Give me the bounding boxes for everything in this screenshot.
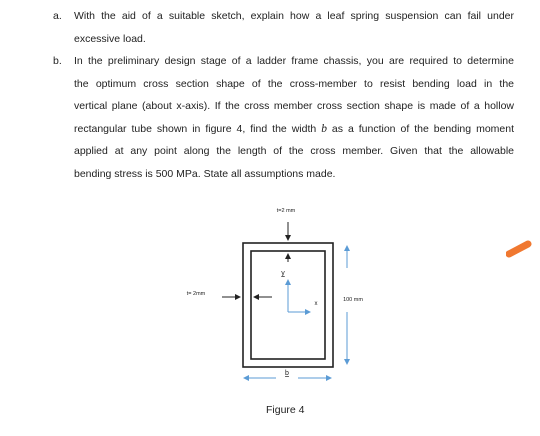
question-b-line-3: vertical plane (about x-axis). If the cr… <box>74 100 514 112</box>
tube-inner-wall <box>250 250 326 360</box>
question-b-line-1: In the preliminary design stage of a lad… <box>74 55 514 67</box>
question-a-line-2: excessive load. <box>74 32 146 45</box>
question-a-text: With the aid of a suitable sketch, expla… <box>74 5 514 50</box>
height-label: 100 mm <box>343 297 363 303</box>
question-b-line-2: the optimum cross section shape of the c… <box>74 77 514 90</box>
question-a-line-1: With the aid of a suitable sketch, expla… <box>74 10 514 22</box>
question-b-marker: b. <box>53 55 62 67</box>
x-axis-label: x <box>315 301 318 307</box>
question-b-line-4-start: rectangular tube shown in figure 4, find… <box>74 122 322 135</box>
question-b-line-5: applied at any point along the length of… <box>74 145 514 157</box>
tube-outer-wall <box>242 242 334 368</box>
question-b-line-4: rectangular tube shown in figure 4, find… <box>74 118 514 141</box>
y-axis-label: y <box>281 270 285 277</box>
question-b-line-4-tail: as a function of the bending moment <box>326 122 515 135</box>
top-thickness-label: t=2 mm <box>277 208 296 214</box>
highlighter-mark <box>506 240 532 258</box>
question-a-marker: a. <box>53 10 62 22</box>
question-b-line-6: bending stress is 500 MPa. State all ass… <box>74 167 336 180</box>
width-label: b <box>285 370 289 377</box>
question-b-text: In the preliminary design stage of a lad… <box>74 50 514 185</box>
figure-caption: Figure 4 <box>266 404 305 416</box>
side-thickness-label: t= 2mm <box>187 291 206 297</box>
width-symbol-b: b <box>321 122 327 135</box>
